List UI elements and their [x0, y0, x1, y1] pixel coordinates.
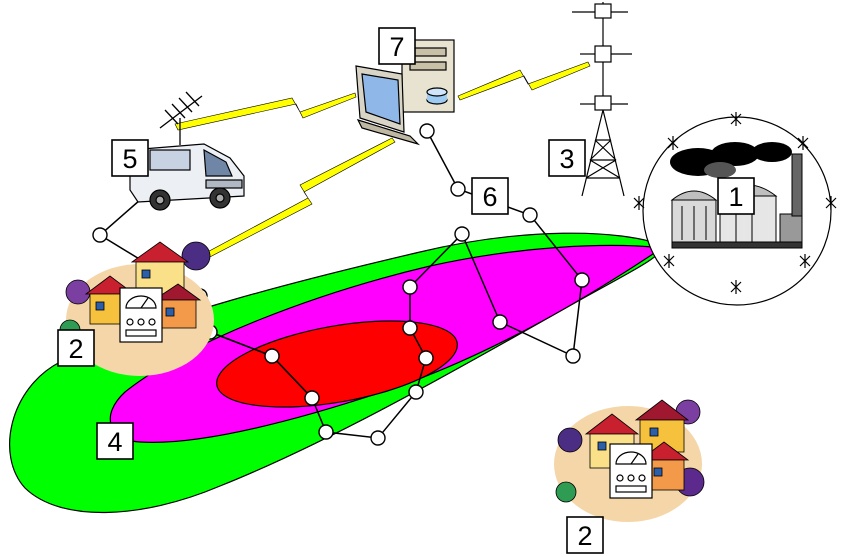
- smoke-clouds: [670, 142, 792, 178]
- route-node[interactable]: [264, 348, 280, 364]
- boundary-markers: [633, 112, 837, 294]
- keyboard: [356, 119, 421, 146]
- route-node[interactable]: [565, 348, 581, 364]
- route-node[interactable]: [402, 320, 418, 336]
- route-node[interactable]: [418, 350, 434, 366]
- label-2-west: 2: [57, 329, 95, 367]
- label-7: 7: [378, 27, 416, 65]
- route-node[interactable]: [402, 279, 418, 295]
- link-computer-tower: [457, 61, 591, 101]
- label-5: 5: [111, 139, 149, 177]
- route-node[interactable]: [574, 272, 590, 288]
- label-7-text: 7: [389, 32, 404, 62]
- label-3-text: 3: [559, 144, 574, 174]
- label-1-text: 1: [728, 182, 743, 212]
- dosimeter-icon[interactable]: [609, 443, 653, 499]
- label-4: 4: [96, 422, 134, 460]
- route-node[interactable]: [454, 226, 470, 242]
- route-node[interactable]: [304, 390, 320, 406]
- route-node[interactable]: [370, 430, 386, 446]
- route-node[interactable]: [522, 207, 538, 223]
- label-1: 1: [717, 177, 755, 215]
- dosimeter-icon[interactable]: [119, 287, 163, 343]
- label-4-text: 4: [107, 427, 122, 457]
- link-antenna-computer: [174, 92, 357, 131]
- label-2-southeast-text: 2: [577, 521, 592, 551]
- label-2-west-text: 2: [68, 334, 83, 364]
- route-node[interactable]: [408, 384, 424, 400]
- route-node[interactable]: [92, 227, 108, 243]
- label-6-text: 6: [482, 182, 497, 212]
- plume-inner-zone: [216, 320, 458, 408]
- label-5-text: 5: [122, 144, 137, 174]
- label-3: 3: [548, 139, 586, 177]
- route-node[interactable]: [318, 424, 334, 440]
- satellite-antenna-icon: [159, 91, 203, 145]
- route-node[interactable]: [419, 123, 435, 139]
- label-2-southeast: 2: [566, 516, 604, 554]
- mobile-lab-van-icon[interactable]: [129, 143, 245, 211]
- route-node[interactable]: [450, 181, 466, 197]
- workstation-icon[interactable]: [355, 39, 455, 146]
- route-node[interactable]: [492, 314, 508, 330]
- label-6: 6: [471, 177, 509, 215]
- plume: [9, 232, 665, 514]
- radio-tower-icon[interactable]: [572, 2, 632, 197]
